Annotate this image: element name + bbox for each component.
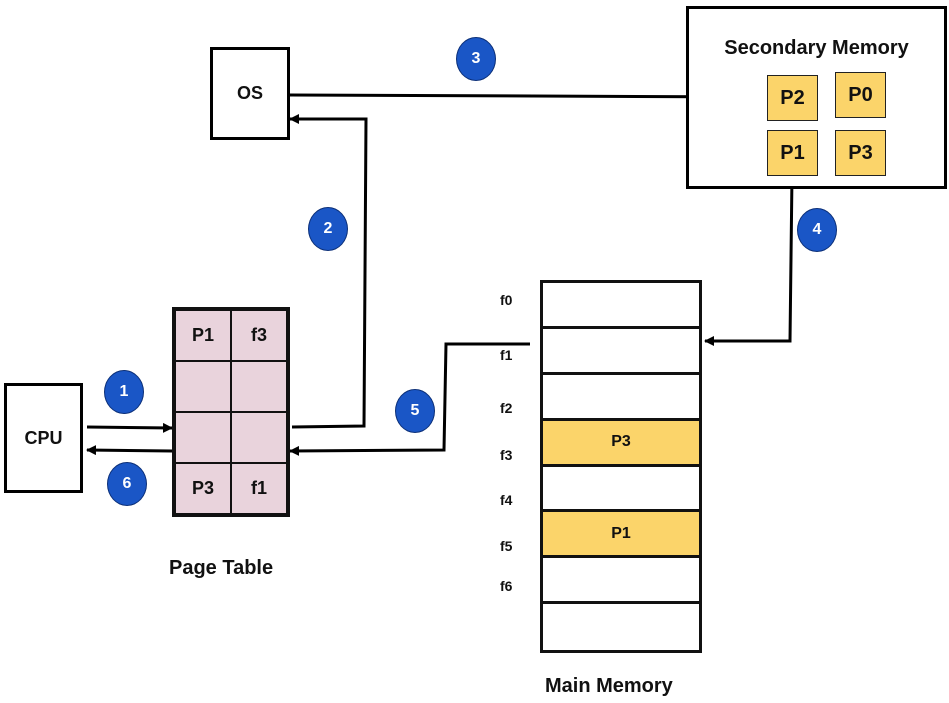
step-badge-5: 5 (395, 389, 435, 433)
step-badge-4: 4 (797, 208, 837, 252)
frame-label: f4 (500, 492, 513, 508)
page-table-page (175, 412, 231, 463)
os-label: OS (236, 83, 263, 103)
memory-frame: P1 (543, 512, 699, 559)
secondary-page-p2: P2 (767, 75, 818, 121)
arrow-secondary-to-main (704, 174, 794, 346)
page-table: P1 f3 P3 f1 (172, 307, 290, 517)
step-badge-1: 1 (104, 370, 144, 414)
arrow-os-to-secondary (289, 91, 766, 102)
step-badge-6: 6 (107, 462, 147, 506)
cpu-box: CPU (4, 383, 83, 493)
main-memory-caption: Main Memory (545, 675, 673, 697)
arrow-cpu-to-page-table (86, 422, 173, 433)
arrow-main-to-page-table (289, 342, 530, 456)
memory-frame (543, 283, 699, 329)
arrow-page-table-to-os (289, 114, 368, 429)
cpu-label: CPU (24, 427, 63, 448)
arrow-page-table-to-cpu (86, 445, 173, 456)
step-badge-3: 3 (456, 37, 496, 81)
page-table-page: P3 (175, 463, 231, 514)
page-label: P0 (848, 83, 873, 106)
memory-frame (543, 328, 699, 375)
os-box: OS (210, 47, 290, 140)
page-table-frame (231, 412, 287, 463)
main-memory: P3 P1 (540, 280, 702, 653)
page-table-page: P1 (175, 310, 231, 361)
page-label: P3 (848, 141, 873, 164)
secondary-page-p0: P0 (835, 72, 886, 118)
memory-frame (543, 558, 699, 605)
secondary-page-p1: P1 (767, 130, 818, 176)
page-label: P1 (780, 141, 805, 164)
frame-label: f6 (500, 578, 513, 594)
page-table-frame (231, 361, 287, 412)
memory-frame (543, 604, 699, 650)
memory-frame (543, 466, 699, 513)
page-label: P2 (780, 86, 805, 109)
memory-frame (543, 374, 699, 421)
secondary-memory-title: Secondary Memory (724, 37, 909, 59)
memory-frame: P3 (543, 420, 699, 467)
frame-label: f3 (500, 447, 513, 463)
page-table-page (175, 361, 231, 412)
frame-label: f5 (500, 538, 513, 554)
step-badge-2: 2 (308, 207, 348, 251)
page-table-caption: Page Table (169, 557, 274, 579)
frame-label: f0 (500, 292, 513, 308)
page-table-frame: f3 (231, 310, 287, 361)
frame-label: f2 (500, 400, 513, 416)
secondary-page-p3: P3 (835, 130, 886, 176)
page-table-frame: f1 (231, 463, 287, 514)
frame-label: f1 (500, 347, 513, 363)
